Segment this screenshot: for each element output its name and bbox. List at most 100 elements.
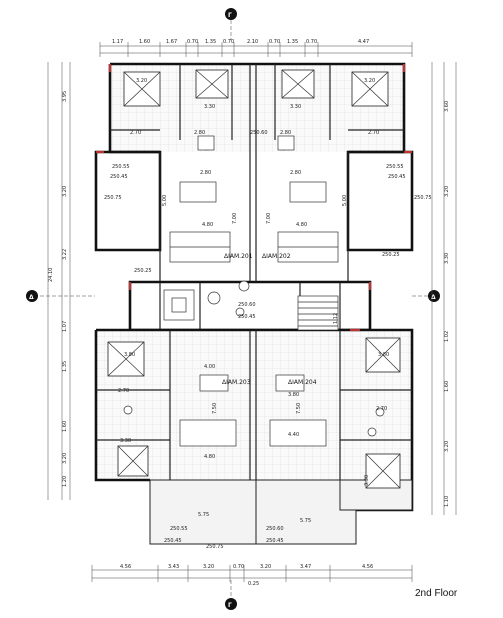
room-dim: 4.00 [204,364,215,370]
bath-fixtures [123,135,385,437]
beds [107,69,401,489]
room-dim: 2.80 [200,170,211,176]
dim-label: 3.20 [62,186,68,197]
axis-label: Δ [29,294,34,301]
apartment-label: ΔΙΑΜ.204 [288,379,317,386]
room-dim: 4.80 [202,222,213,228]
axis-marker-top: Γ [225,8,237,40]
room-dim: 2.80 [194,130,205,136]
dim-label: 3.20 [444,441,450,452]
dim-label: 1.60 [139,39,150,45]
window-code: 250.45 [266,538,284,544]
dim-label: 4.56 [120,564,131,570]
window-code: 250.25 [134,268,152,274]
dim-label: 4.56 [362,564,373,570]
window-code: 250.45 [388,174,406,180]
room-dim: 3.80 [378,352,389,358]
elevator [238,280,250,292]
floor-label: 2nd Floor [415,588,458,599]
dim-label: 3.20 [260,564,271,570]
apartment-label: ΔΙΑΜ.203 [222,379,251,386]
room-dim: 2.80 [280,130,291,136]
dim-label: 3.30 [444,253,450,264]
dim-label: 3.47 [300,564,311,570]
room-dim: 7.50 [296,403,302,414]
dining-tables [179,181,327,392]
room-dim: 2.80 [290,170,301,176]
axis-label: Γ [228,602,232,609]
dim-label: 0.70 [306,39,317,45]
dim-label: 0.70 [223,39,234,45]
dim-label: 24.10 [48,268,54,282]
dim-label: 1.35 [205,39,216,45]
dim-label: 3.20 [444,186,450,197]
window-code: 250.55 [170,526,188,532]
room-dim: 3.20 [364,78,375,84]
dim-label: 3.43 [168,564,179,570]
dim-label: 1.60 [62,421,68,432]
room-dim: 3.80 [288,392,299,398]
dim-label: 3.20 [62,453,68,464]
room-dim: 7.00 [266,213,272,224]
axis-label: Γ [228,12,232,19]
dim-label: 3.20 [203,564,214,570]
room-dim: 5.00 [162,195,168,206]
window-code: 250.75 [206,544,224,550]
room-dim: 4.80 [204,454,215,460]
window-codes: 250.60 250.55 250.45 250.75 250.25 250.6… [104,130,432,550]
window-code: 250.60 [238,302,256,308]
window-code: 250.55 [386,164,404,170]
room-dim: 3.30 [120,438,131,444]
dim-label: 0.70 [269,39,280,45]
axis-marker-bottom: Γ [225,580,237,610]
room-dim: 3.30 [204,104,215,110]
dim-label: 1.10 [444,496,450,507]
room-dimensions: 3.20 3.30 2.70 2.80 3.20 3.30 2.70 2.80 … [118,78,389,524]
dim-label: 0.70 [233,564,244,570]
room-dim: 5.00 [342,195,348,206]
window-code: 250.55 [112,164,130,170]
sofas [169,231,339,447]
window-code: 250.60 [266,526,284,532]
dim-label: 1.35 [287,39,298,45]
terrace-right [255,479,357,545]
axis-label: Δ [431,294,436,301]
top-dimension-chain: 1.17 1.60 1.67 0.70 1.35 0.70 2.10 0.70 … [99,39,413,57]
apartment-label: ΔΙΑΜ.202 [262,253,291,260]
room-dim: 2.70 [118,388,129,394]
bottom-dimension-chain: 4.56 3.43 3.20 0.70 3.20 3.47 4.56 0.25 [91,564,413,587]
room-dim: 3.20 [136,78,147,84]
left-dimension-chain: 24.10 3.95 3.20 3.22 1.07 1.35 1.60 3.20… [47,62,71,500]
room-dim: 3.30 [290,104,301,110]
dim-label: 1.20 [62,476,68,487]
window-code: 250.75 [104,195,122,201]
room-dim: 4.40 [288,432,299,438]
room-dim: 5.75 [300,518,311,524]
room-dim: 2.70 [130,130,141,136]
dim-label: 1.67 [166,39,177,45]
window-code: 250.45 [110,174,128,180]
dim-label: 1.02 [444,331,450,342]
dim-label: 2.10 [247,39,258,45]
right-dimension-chain: 3.60 3.20 3.30 1.02 1.60 3.20 1.10 [431,62,457,515]
room-dim: 4.80 [296,222,307,228]
dim-label: 4.47 [358,39,369,45]
room-dim: 3.30 [364,475,370,486]
window-code: 250.75 [414,195,432,201]
room-dim: 2.70 [376,406,387,412]
room-dim: 1.12 [333,313,339,324]
dim-label: 3.22 [62,249,68,260]
dim-label: 3.95 [62,91,68,102]
apartment-label: ΔΙΑΜ.201 [224,253,253,260]
staircase [163,289,339,331]
axis-marker-right: Δ [412,290,440,302]
dim-label: 1.35 [62,361,68,372]
window-code: 250.60 [250,130,268,136]
axis-marker-left: Δ [26,290,95,302]
room-dim: 3.80 [124,352,135,358]
room-dim: 5.75 [198,512,209,518]
dim-label: 0.70 [187,39,198,45]
dim-label: 0.25 [248,581,259,587]
terrace-left [149,479,257,545]
